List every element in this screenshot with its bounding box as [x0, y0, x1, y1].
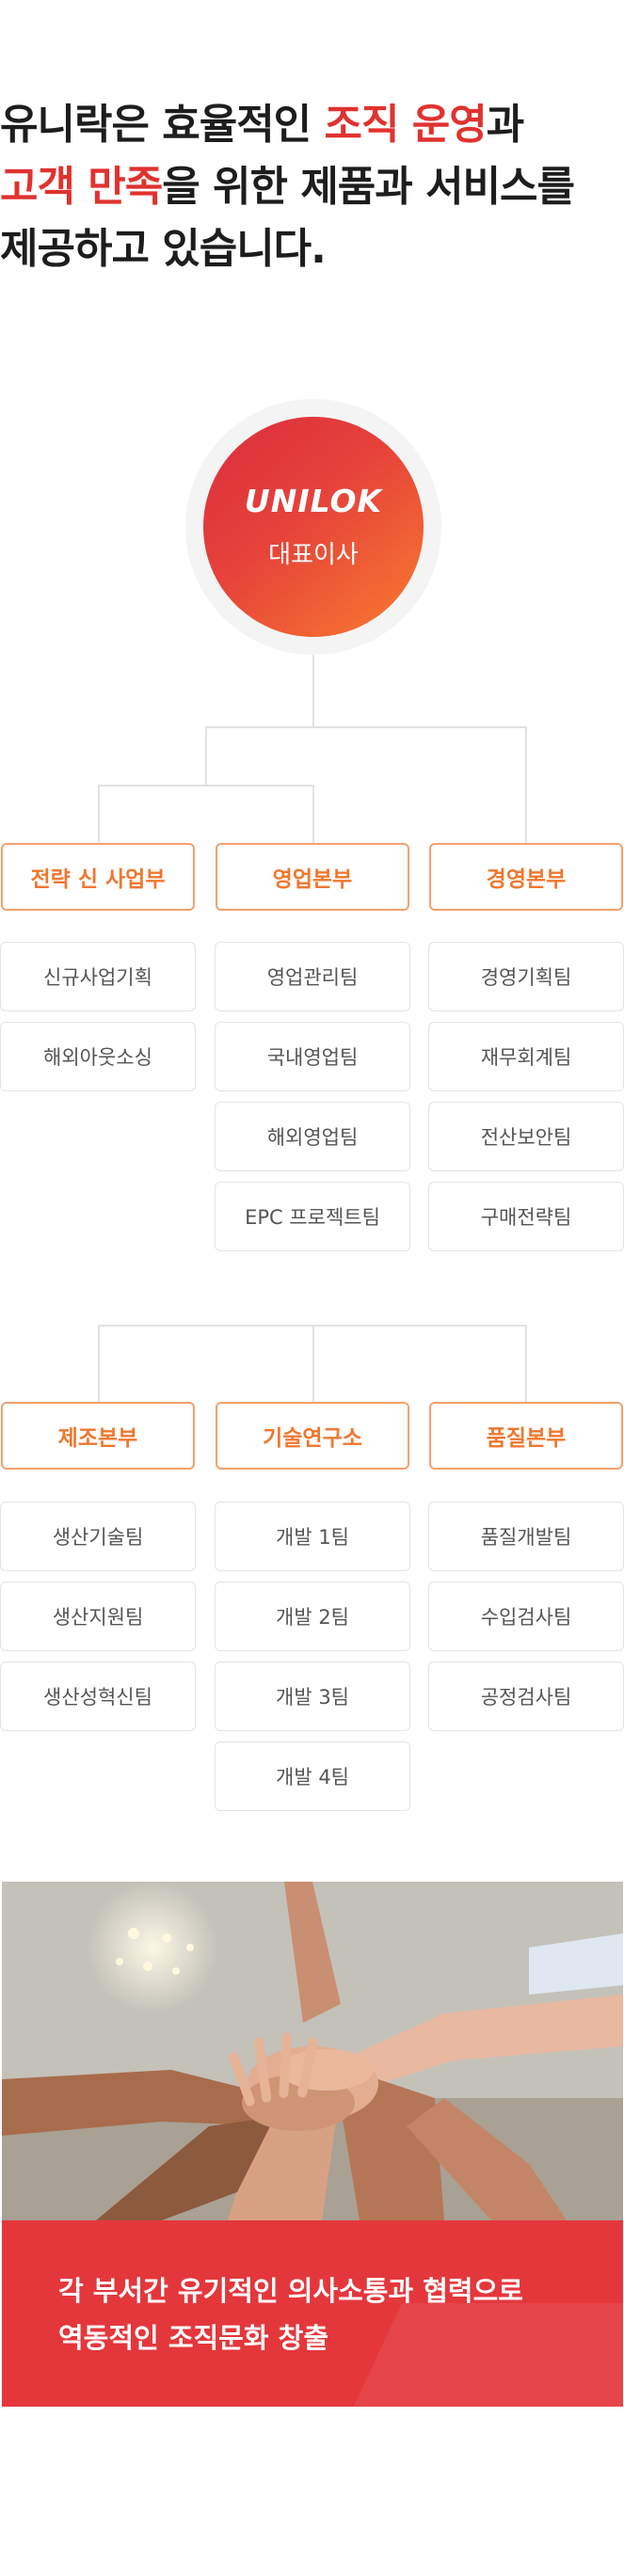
team-item: 영업관리팀: [215, 942, 410, 1011]
dept-rnd-center: 기술연구소: [216, 1402, 409, 1470]
connector: [312, 785, 314, 843]
team-item: 품질개발팀: [428, 1502, 624, 1571]
headline-line-3: 제공하고 있습니다.: [0, 225, 327, 273]
dept-sales: 영업본부: [216, 843, 409, 911]
team-item: 해외아웃소싱: [0, 1022, 196, 1091]
team-item: 개발 1팀: [215, 1502, 410, 1571]
team-item: 재무회계팀: [428, 1022, 624, 1091]
connector: [205, 726, 207, 787]
caption-line-2: 역동적인 조직문화 창출: [58, 2322, 328, 2354]
team-item: 생산지원팀: [0, 1582, 196, 1651]
teamwork-hands-photo: [2, 1882, 623, 2220]
team-item: 국내영업팀: [215, 1022, 410, 1091]
connector: [312, 1325, 314, 1402]
team-item: 생산기술팀: [0, 1502, 196, 1571]
team-item: 생산성혁신팀: [0, 1662, 196, 1731]
headline-text: 유니락은 효율적인: [0, 101, 325, 149]
team-item: 경영기획팀: [428, 942, 624, 1011]
dept-quality: 품질본부: [429, 1402, 623, 1470]
connector: [98, 785, 314, 787]
headline-line-1: 유니락은 효율적인 조직 운영과: [0, 94, 624, 156]
team-item: 수입검사팀: [428, 1582, 624, 1651]
unilok-logo: UNILOK: [244, 483, 383, 519]
connector: [525, 1325, 527, 1402]
connector: [98, 785, 100, 843]
team-item: EPC 프로젝트팀: [215, 1182, 410, 1251]
team-item: 개발 2팀: [215, 1582, 410, 1651]
caption-text: 각 부서간 유기적인 의사소통과 협력으로 역동적인 조직문화 창출: [58, 2267, 523, 2361]
dept-manufacturing: 제조본부: [1, 1402, 195, 1470]
culture-caption-banner: 각 부서간 유기적인 의사소통과 협력으로 역동적인 조직문화 창출: [2, 2220, 623, 2407]
headline-highlight: 고객 만족: [0, 163, 163, 211]
team-item: 전산보안팀: [428, 1102, 624, 1171]
connector: [312, 655, 314, 726]
dept-strategy-new-business: 전략 신 사업부: [1, 843, 195, 911]
caption-line-1: 각 부서간 유기적인 의사소통과 협력으로: [58, 2275, 523, 2307]
ceo-node: UNILOK 대표이사: [203, 417, 424, 637]
connector: [525, 726, 527, 843]
ceo-title: 대표이사: [268, 541, 359, 569]
connector: [205, 726, 527, 728]
headline: 유니락은 효율적인 조직 운영과 고객 만족을 위한 제품과 서비스를 제공하고…: [0, 94, 624, 280]
team-item: 구매전략팀: [428, 1182, 624, 1251]
dept-management: 경영본부: [429, 843, 623, 911]
headline-text: 을 위한 제품과 서비스를: [162, 163, 575, 211]
connector: [98, 1325, 100, 1402]
team-item: 공정검사팀: [428, 1662, 624, 1731]
hands-illustration: [2, 1882, 623, 2220]
team-item: 신규사업기획: [0, 942, 196, 1011]
headline-highlight: 조직 운영: [324, 101, 487, 149]
team-item: 해외영업팀: [215, 1102, 410, 1171]
headline-text: 과: [486, 101, 524, 149]
team-item: 개발 4팀: [215, 1741, 410, 1811]
team-item: 개발 3팀: [215, 1662, 410, 1731]
headline-line-2: 고객 만족을 위한 제품과 서비스를: [0, 156, 624, 218]
